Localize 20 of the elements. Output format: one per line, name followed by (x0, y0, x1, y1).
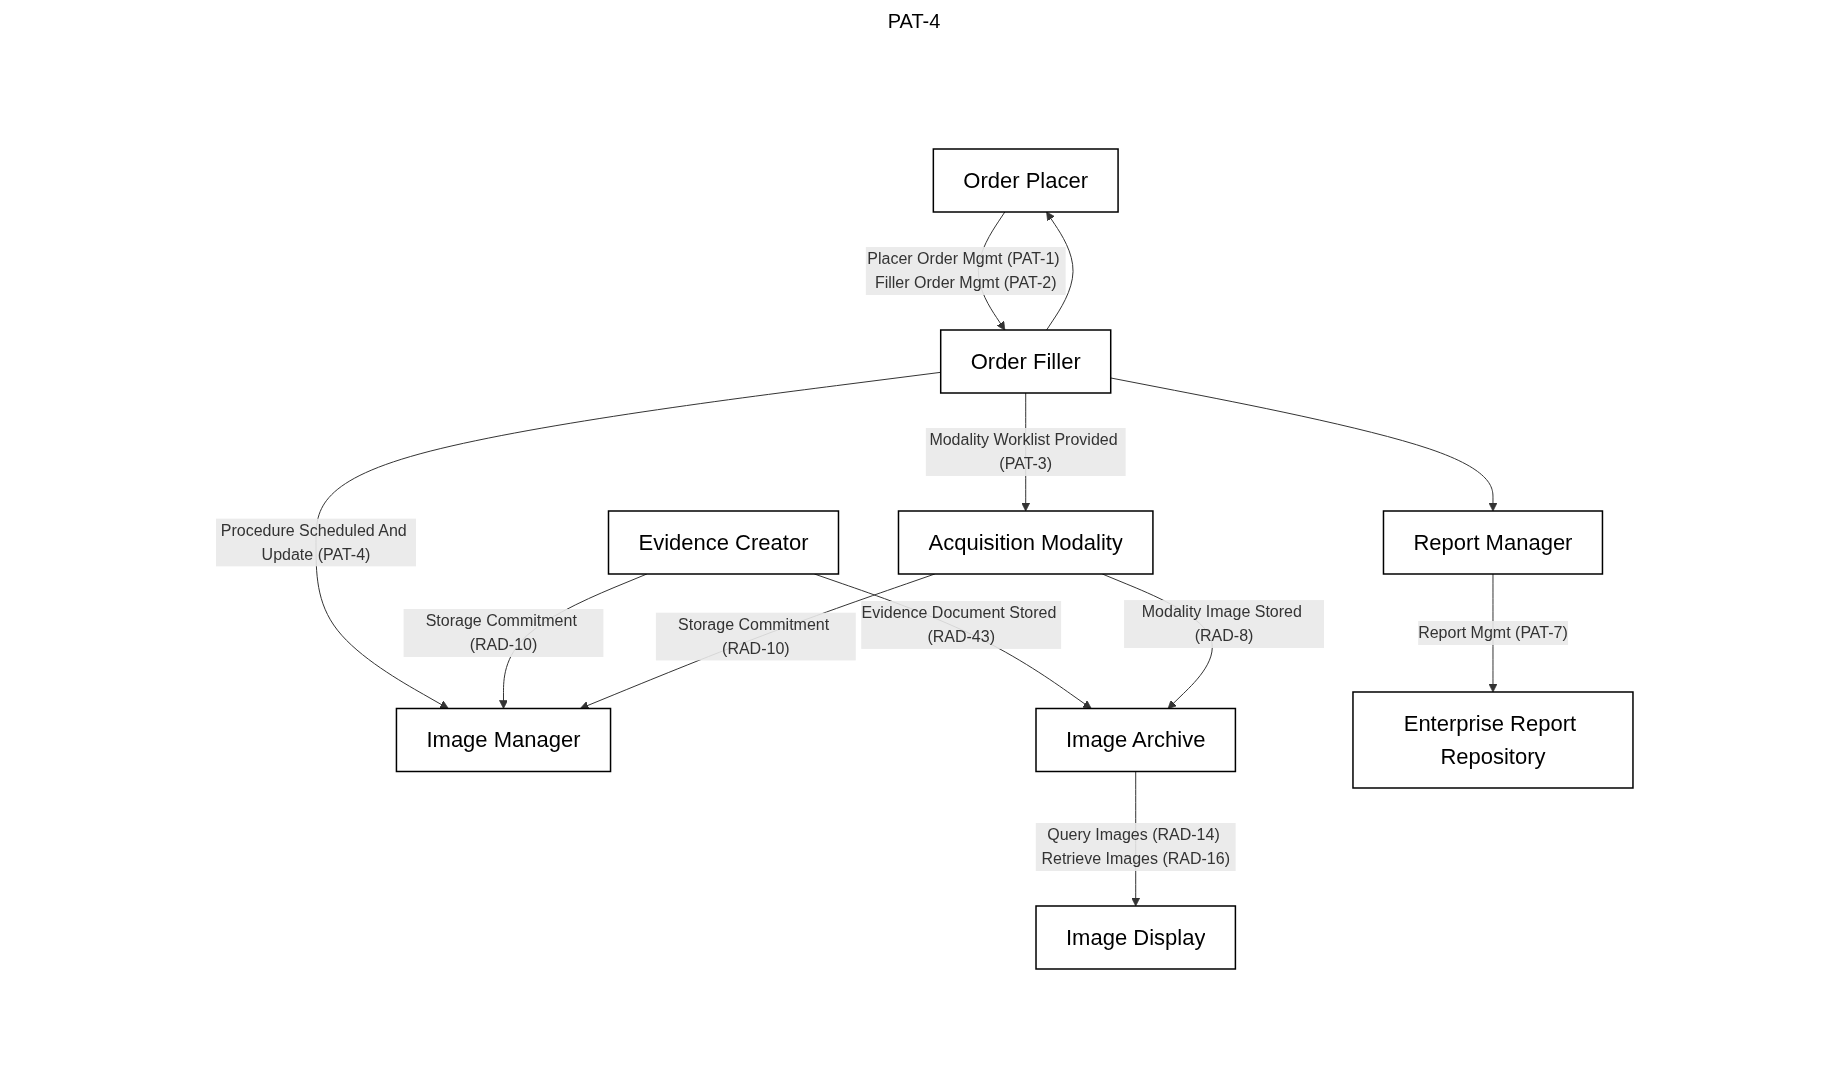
node-box: Order Filler (939, 329, 1111, 394)
note-text: PAT-4 (887, 10, 941, 32)
node-box: Order Placer (932, 148, 1119, 213)
edge-label: Evidence Document Stored (RAD-43) (861, 603, 1056, 645)
node-box: Acquisition Modality (897, 510, 1154, 575)
node-box: Enterprise Report Repository (1351, 691, 1634, 789)
edge-label: Procedure Scheduled And Update (PAT-4) (220, 521, 407, 563)
edge-label: Query Images (RAD-14) Retrieve Images (RAD-16) (1040, 826, 1230, 867)
node-box: Image Display (1034, 905, 1236, 970)
node-box: Report Manager (1382, 510, 1603, 575)
edge-label: Modality Image Stored (RAD-8) (1141, 603, 1302, 645)
edge-label: Modality Worklist Provided (PAT-3) (928, 431, 1118, 472)
edge-label: Placer Order Mgmt (PAT-1) Filler Order Mgmt (PAT-2) (866, 250, 1060, 291)
node-box: Image Manager (395, 707, 611, 773)
arrow (1045, 211, 1074, 331)
edge-label: Storage Commitment (RAD-10) (677, 615, 829, 657)
node-box: Evidence Creator (607, 510, 839, 575)
node-box: Image Archive (1034, 707, 1236, 773)
edge-label: Report Mgmt (PAT-7) (1417, 624, 1568, 641)
edge-label: Storage Commitment (RAD-10) (425, 612, 577, 653)
